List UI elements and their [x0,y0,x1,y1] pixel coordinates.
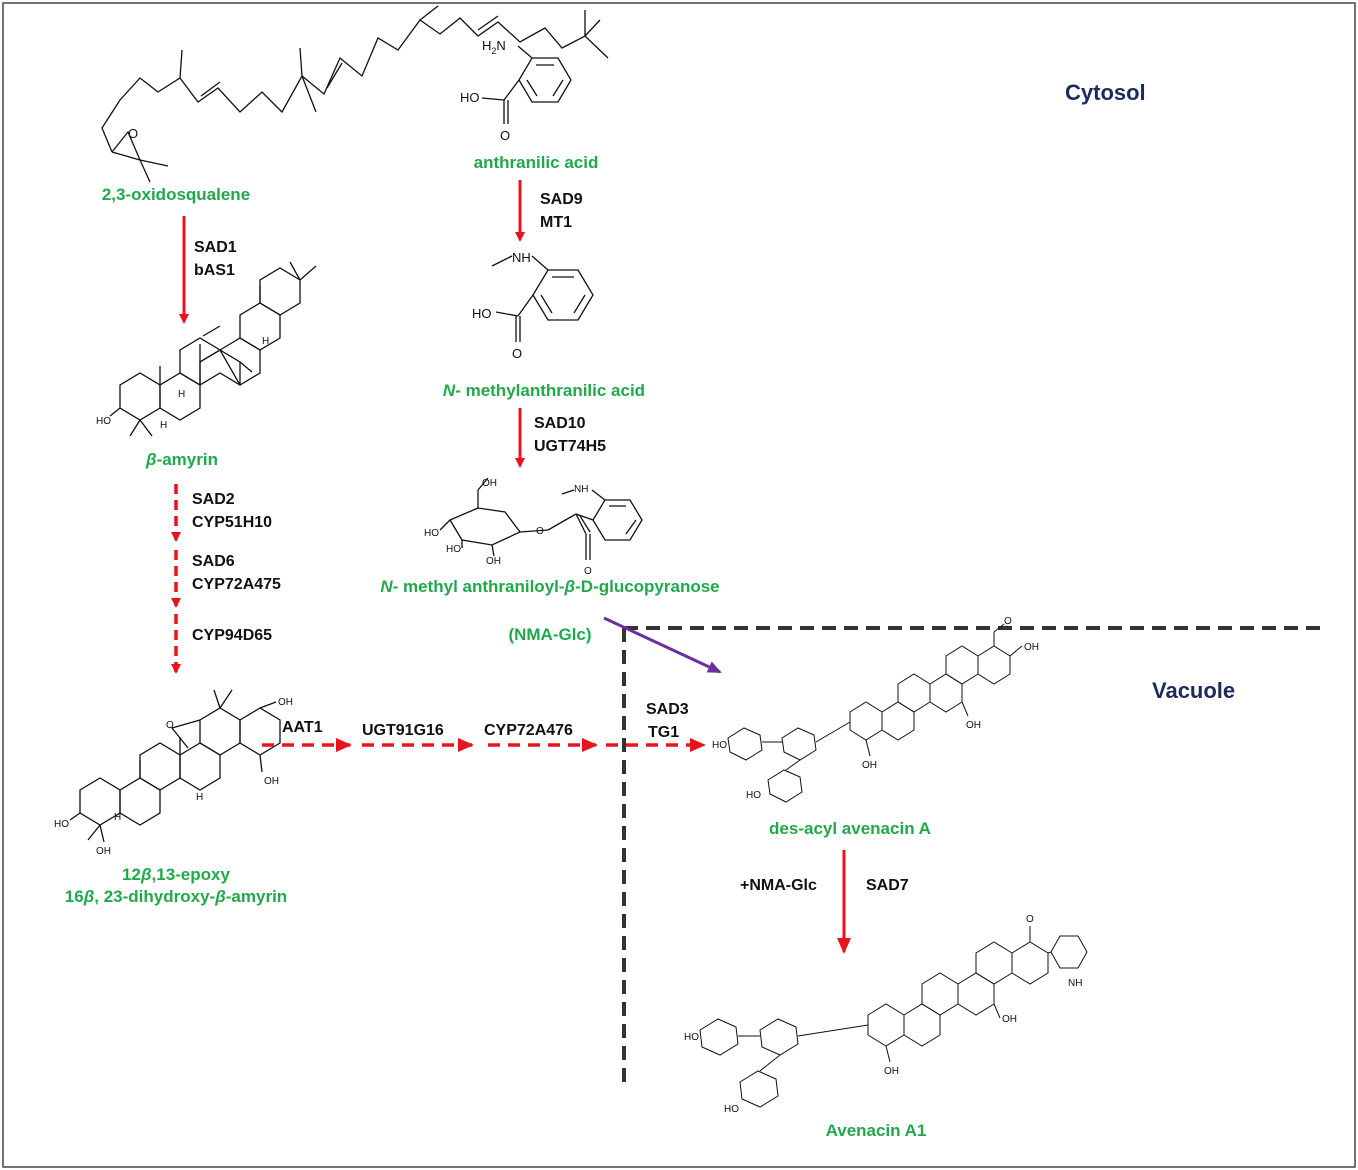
arrow-nma-glc-transport [603,616,722,674]
glc-ester-o-label: O [536,526,544,537]
epoxy-oh3-label: OH [96,846,111,857]
enzyme-ugt74h5: UGT74H5 [534,438,606,455]
enzyme-sad7: SAD7 [866,877,909,894]
enzyme-ugt91g16: UGT91G16 [362,722,444,739]
epoxy-o-label: O [166,720,174,731]
glc-carbonyl-o-label: O [584,566,592,577]
enzyme-cyp51h10: CYP51H10 [192,514,272,531]
epoxy-oh1-label: OH [278,697,293,708]
beta-amyrin-label: β-amyrin [145,450,218,469]
desacyl-aldehyde-o-label: O [1004,616,1012,627]
desacyl-avenacin-structure: OH OH OH O HO HO [712,616,1039,803]
enzyme-cyp72a476: CYP72A476 [484,722,573,739]
enzyme-sad3: SAD3 [646,701,689,718]
enzyme-tg1: TG1 [648,724,679,741]
avenacin-a1-structure: OH OH O NH HO HO [684,914,1088,1115]
epoxy-oh2-label: OH [264,776,279,787]
enzyme-sad6: SAD6 [192,553,235,570]
enzyme-cyp94d65: CYP94D65 [192,627,272,644]
cytosol-label: Cytosol [1065,80,1146,105]
enzyme-bas1: bAS1 [194,262,235,279]
amyrin-ho-label: HO [96,416,111,427]
avenacin-oh2-label: OH [884,1066,899,1077]
desacyl-avenacin-label: des-acyl avenacin A [769,819,931,838]
nmethyl-ho-label: HO [472,306,492,321]
desacyl-ho2-label: HO [746,790,761,801]
anthranilic-acid-structure: H2N HO O [460,38,572,143]
enzyme-cyp72a475: CYP72A475 [192,576,281,593]
glc-ho1-label: HO [424,528,439,539]
avenacin-nh-label: NH [1068,978,1082,989]
glc-ho2-label: HO [446,544,461,555]
n-methylanthranilic-acid-structure: NH HO O [472,250,594,361]
vacuole-label: Vacuole [1152,678,1235,703]
epoxy-dihydroxy-amyrin-structure: O OH OH HO OH H H [54,689,293,857]
nma-glc-label: (NMA-Glc) [508,625,591,644]
epoxy-h1-label: H [114,812,121,823]
enzyme-aat1: AAT1 [282,719,323,736]
beta-amyrin-structure: HO H H H [96,261,317,437]
glucopyranose-label: N- methyl anthraniloyl-β-D-glucopyranose [380,577,719,596]
oxidosqualene-structure: O [101,5,609,183]
amyrin-h1-label: H [178,389,185,400]
glc-oh1-label: OH [482,478,497,489]
nma-glc-structure: OH HO HO OH O O NH [424,477,643,577]
enzyme-plus-nma-glc: +NMA-Glc [740,877,817,894]
epoxy-ho-label: HO [54,819,69,830]
epoxy-h2-label: H [196,792,203,803]
avenacin-aldehyde-o-label: O [1026,914,1034,925]
oxidosqualene-label: 2,3-oxidosqualene [102,185,250,204]
anthranilic-o-label: O [500,128,510,143]
anthranilic-acid-label: anthranilic acid [474,153,599,172]
desacyl-ho1-label: HO [712,740,727,751]
desacyl-oh3-label: OH [862,760,877,771]
epoxy-label-line2: 16β, 23-dihydroxy-β-amyrin [65,887,287,906]
avenacin-a1-label: Avenacin A1 [826,1121,927,1140]
enzyme-sad2: SAD2 [192,491,235,508]
enzyme-sad1: SAD1 [194,239,237,256]
enzyme-mt1: MT1 [540,214,572,231]
avenacin-ho1-label: HO [684,1032,699,1043]
amyrin-h2-label: H [160,420,167,431]
avenacin-oh1-label: OH [1002,1014,1017,1025]
enzyme-sad10: SAD10 [534,415,586,432]
nmethyl-o-label: O [512,346,522,361]
enzyme-sad9: SAD9 [540,191,583,208]
vacuole-boundary [622,626,1322,1090]
amyrin-h3-label: H [262,336,269,347]
epoxide-o-label: O [128,126,138,141]
desacyl-oh1-label: OH [1024,642,1039,653]
glc-oh2-label: OH [486,556,501,567]
glc-nh-label: NH [574,484,588,495]
nh-label: NH [512,250,531,265]
anthranilic-ho-label: HO [460,90,480,105]
n-methylanthranilic-acid-label: N- methylanthranilic acid [443,381,645,400]
desacyl-oh2-label: OH [966,720,981,731]
epoxy-label-line1: 12β,13-epoxy [122,865,230,884]
avenacin-ho2-label: HO [724,1104,739,1115]
h2n-label: H2N [482,38,506,56]
